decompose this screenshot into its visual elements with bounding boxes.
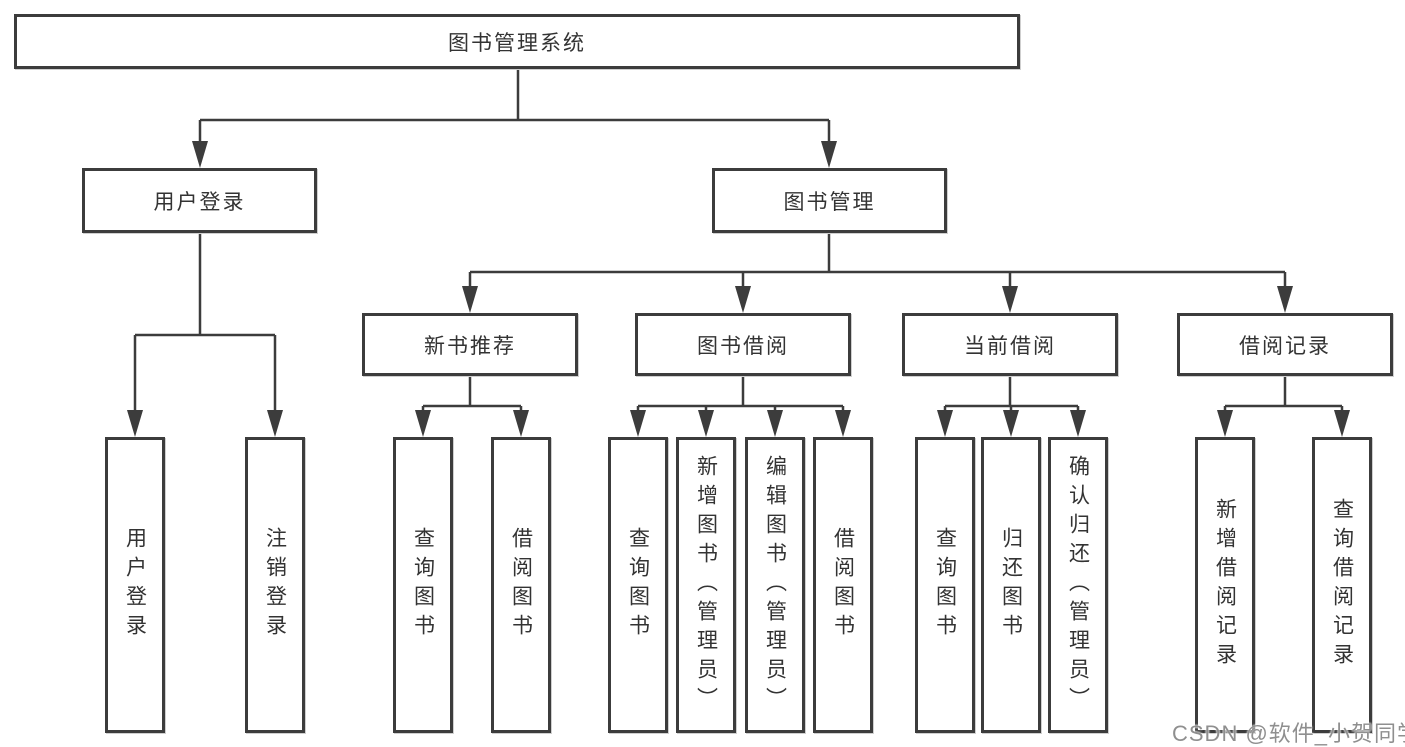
leaf-query-books-recommend: 查询图书 xyxy=(393,437,453,733)
node-user-login: 用户登录 xyxy=(82,168,317,233)
leaf-query-books-current: 查询图书 xyxy=(915,437,975,733)
leaf-borrow-books-recommend: 借阅图书 xyxy=(491,437,551,733)
watermark: CSDN @软件_小贺同学 xyxy=(1172,721,1405,746)
leaf-return-books: 归还图书 xyxy=(981,437,1041,733)
node-root-label: 图书管理系统 xyxy=(448,31,586,55)
node-new-book-recommend: 新书推荐 xyxy=(362,313,578,376)
leaf-query-books-current-label: 查询图书 xyxy=(933,527,957,643)
node-borrow-records: 借阅记录 xyxy=(1177,313,1393,376)
node-current-borrow-label: 当前借阅 xyxy=(964,334,1056,358)
leaf-confirm-return-admin-label: 确认归还（管理员） xyxy=(1066,454,1090,716)
node-book-borrow: 图书借阅 xyxy=(635,313,851,376)
leaf-query-borrow-record-label: 查询借阅记录 xyxy=(1330,498,1354,672)
leaf-logout: 注销登录 xyxy=(245,437,305,733)
leaf-add-books-admin: 新增图书（管理员） xyxy=(676,437,736,733)
leaf-query-borrow-record: 查询借阅记录 xyxy=(1312,437,1372,733)
leaf-add-books-admin-label: 新增图书（管理员） xyxy=(694,454,718,716)
leaf-logout-label: 注销登录 xyxy=(263,527,287,643)
node-current-borrow: 当前借阅 xyxy=(902,313,1118,376)
leaf-query-books-borrow-label: 查询图书 xyxy=(626,527,650,643)
leaf-edit-books-admin-label: 编辑图书（管理员） xyxy=(763,454,787,716)
leaf-borrow-books: 借阅图书 xyxy=(813,437,873,733)
leaf-query-books-borrow: 查询图书 xyxy=(608,437,668,733)
node-root: 图书管理系统 xyxy=(14,14,1020,69)
node-book-management: 图书管理 xyxy=(712,168,947,233)
leaf-edit-books-admin: 编辑图书（管理员） xyxy=(745,437,805,733)
leaf-user-login: 用户登录 xyxy=(105,437,165,733)
node-new-book-recommend-label: 新书推荐 xyxy=(424,334,516,358)
leaf-add-borrow-record-label: 新增借阅记录 xyxy=(1213,498,1237,672)
node-borrow-records-label: 借阅记录 xyxy=(1239,334,1331,358)
node-book-borrow-label: 图书借阅 xyxy=(697,334,789,358)
leaf-user-login-label: 用户登录 xyxy=(123,527,147,643)
leaf-borrow-books-label: 借阅图书 xyxy=(831,527,855,643)
leaf-return-books-label: 归还图书 xyxy=(999,527,1023,643)
node-user-login-label: 用户登录 xyxy=(153,190,246,214)
leaf-confirm-return-admin: 确认归还（管理员） xyxy=(1048,437,1108,733)
node-book-management-label: 图书管理 xyxy=(783,190,876,214)
leaf-query-books-recommend-label: 查询图书 xyxy=(411,527,435,643)
leaf-borrow-books-recommend-label: 借阅图书 xyxy=(509,527,533,643)
leaf-add-borrow-record: 新增借阅记录 xyxy=(1195,437,1255,733)
